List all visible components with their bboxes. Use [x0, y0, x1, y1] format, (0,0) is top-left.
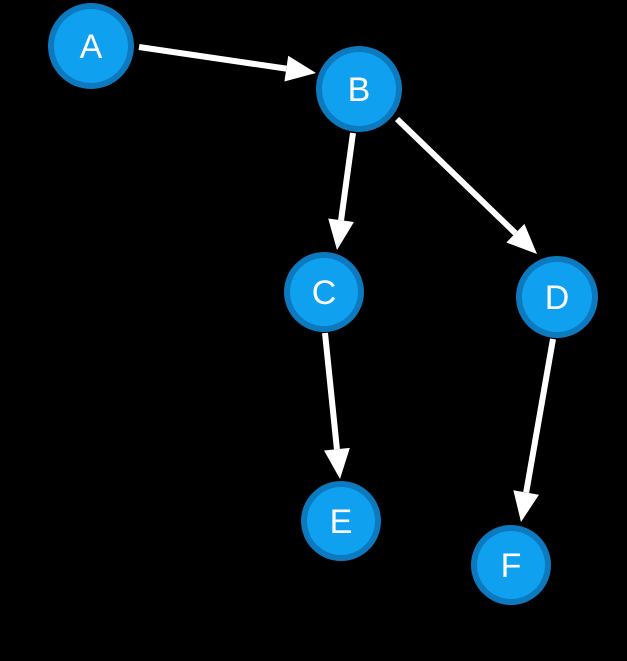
edge-arrowhead [324, 447, 350, 479]
edge-arrowhead [506, 223, 537, 254]
edge-shaft [394, 116, 518, 236]
node-fill-d [522, 262, 592, 332]
node-f[interactable]: F [471, 525, 551, 605]
node-fill-a [54, 9, 128, 83]
edge-a-b[interactable] [138, 44, 316, 82]
node-c[interactable]: C [284, 252, 364, 332]
node-b[interactable]: B [316, 46, 402, 132]
edge-b-d[interactable] [394, 116, 537, 254]
node-fill-f [477, 531, 545, 599]
node-e[interactable]: E [301, 481, 381, 561]
node-fill-b [322, 52, 396, 126]
edge-shaft [322, 332, 340, 450]
edge-shaft [138, 44, 287, 72]
edge-d-f[interactable] [513, 338, 556, 522]
node-fill-c [290, 258, 358, 326]
node-fill-e [307, 487, 375, 555]
edges-layer [138, 44, 556, 522]
node-d[interactable]: D [516, 256, 598, 338]
edge-shaft [338, 132, 356, 221]
edge-arrowhead [284, 55, 316, 82]
node-a[interactable]: A [48, 3, 134, 89]
edge-c-e[interactable] [322, 332, 350, 479]
edge-arrowhead [513, 490, 539, 522]
nodes-layer: A B C D E F [48, 3, 598, 605]
edge-shaft [523, 338, 556, 493]
edge-arrowhead [328, 218, 354, 250]
edge-b-c[interactable] [328, 132, 356, 250]
